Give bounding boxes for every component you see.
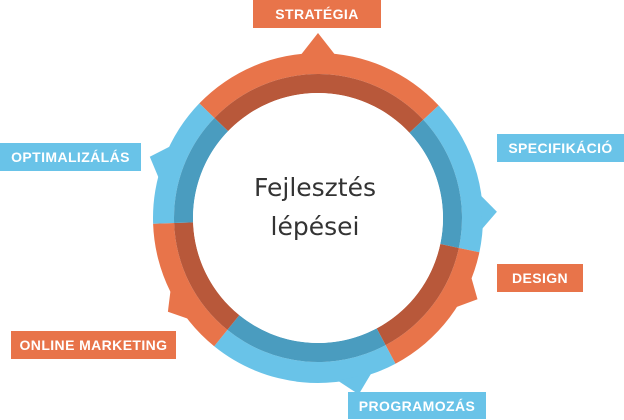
ring-segment-inner-design bbox=[376, 243, 459, 346]
ring-segment-inner-programozas bbox=[227, 315, 386, 362]
ring-segment-strategia bbox=[199, 53, 439, 120]
ring-segment-programozas bbox=[214, 329, 396, 384]
ring-segment-design bbox=[385, 247, 480, 364]
ring-segment-inner-strategia bbox=[214, 74, 424, 133]
ring-segment-online-marketing bbox=[153, 223, 228, 347]
pointer-design bbox=[455, 276, 478, 308]
center-title-line1: Fejlesztés bbox=[253, 173, 377, 202]
ring-segment-optimalizalas bbox=[152, 103, 215, 224]
pointer-programozas bbox=[337, 373, 372, 395]
ring-segment-specifikacio bbox=[423, 105, 483, 253]
stage-label-strategia: STRATÉGIA bbox=[253, 0, 381, 28]
ring-segment-inner-specifikacio bbox=[409, 119, 462, 248]
stage-label-programozas: PROGRAMOZÁS bbox=[348, 392, 486, 419]
pointer-online-marketing bbox=[167, 289, 189, 319]
stage-label-optimalizalas: OPTIMALIZÁLÁS bbox=[0, 143, 141, 171]
center-title: Fejlesztés lépései bbox=[205, 168, 425, 246]
ring-segment-inner-online-marketing bbox=[174, 222, 240, 330]
stage-label-specifikacio: SPECIFIKÁCIÓ bbox=[497, 134, 624, 162]
center-title-line2: lépései bbox=[270, 212, 360, 241]
pointer-strategia bbox=[300, 33, 336, 55]
stage-label-design: DESIGN bbox=[497, 264, 583, 292]
center-disk bbox=[193, 93, 443, 343]
pointer-optimalizalas bbox=[149, 146, 171, 179]
pointer-specifikacio bbox=[480, 195, 497, 230]
stage-label-online-marketing: ONLINE MARKETING bbox=[11, 331, 176, 359]
ring-segment-inner-optimalizalas bbox=[174, 117, 229, 224]
